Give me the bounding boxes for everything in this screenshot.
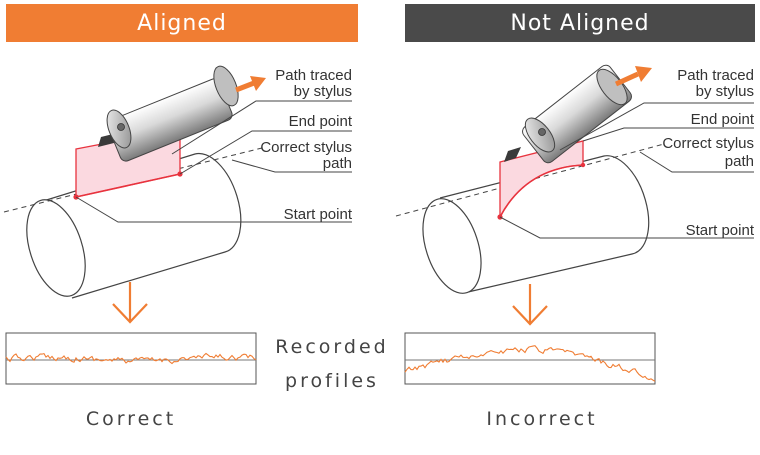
not-aligned-header-text: Not Aligned xyxy=(510,10,650,36)
aligned-correct-path-label-1: Correct stylus xyxy=(260,139,352,156)
aligned-header-text: Aligned xyxy=(137,10,227,36)
not-aligned-traced-plane xyxy=(497,140,586,220)
not-aligned-down-arrow-icon xyxy=(512,284,548,326)
not-aligned-result-label: Incorrect xyxy=(486,408,597,430)
not-aligned-leader-lines xyxy=(499,102,754,239)
not-aligned-direction-arrow-icon xyxy=(614,66,652,87)
aligned-direction-arrow-icon xyxy=(235,76,266,93)
aligned-correct-path-label-2: path xyxy=(323,155,352,172)
aligned-panel: Path traced by stylus End point Correct … xyxy=(3,65,353,430)
aligned-start-point-label: Start point xyxy=(284,206,353,223)
not-aligned-correct-path-label-1: Correct stylus xyxy=(662,135,754,152)
aligned-end-point-label: End point xyxy=(289,113,353,130)
not-aligned-path-traced-label-2: by stylus xyxy=(696,83,754,100)
not-aligned-path-traced-label-1: Path traced xyxy=(677,67,754,84)
aligned-path-traced-label-1: Path traced xyxy=(275,67,352,84)
aligned-profile-trace xyxy=(5,352,257,365)
aligned-path-traced-label-2: by stylus xyxy=(294,83,352,100)
not-aligned-header: Not Aligned xyxy=(405,4,755,42)
aligned-profile-box xyxy=(5,332,257,385)
not-aligned-end-point-label: End point xyxy=(691,111,755,128)
aligned-result-label: Correct xyxy=(86,408,176,430)
not-aligned-correct-path-label-2: path xyxy=(725,153,754,170)
not-aligned-profile-trace xyxy=(404,345,656,382)
aligned-leader-lines xyxy=(75,100,352,223)
recorded-profiles-label-2: profiles xyxy=(285,370,379,392)
not-aligned-start-point-label: Start point xyxy=(686,222,755,239)
aligned-probe xyxy=(98,65,239,162)
recorded-profiles-label-1: Recorded xyxy=(275,336,388,358)
not-aligned-panel: Path traced by stylus End point Correct … xyxy=(395,64,755,430)
not-aligned-probe xyxy=(504,64,632,164)
not-aligned-profile-box xyxy=(404,332,656,385)
aligned-header: Aligned xyxy=(6,4,358,42)
not-aligned-end-dot xyxy=(580,162,586,168)
aligned-down-arrow-icon xyxy=(112,282,148,324)
